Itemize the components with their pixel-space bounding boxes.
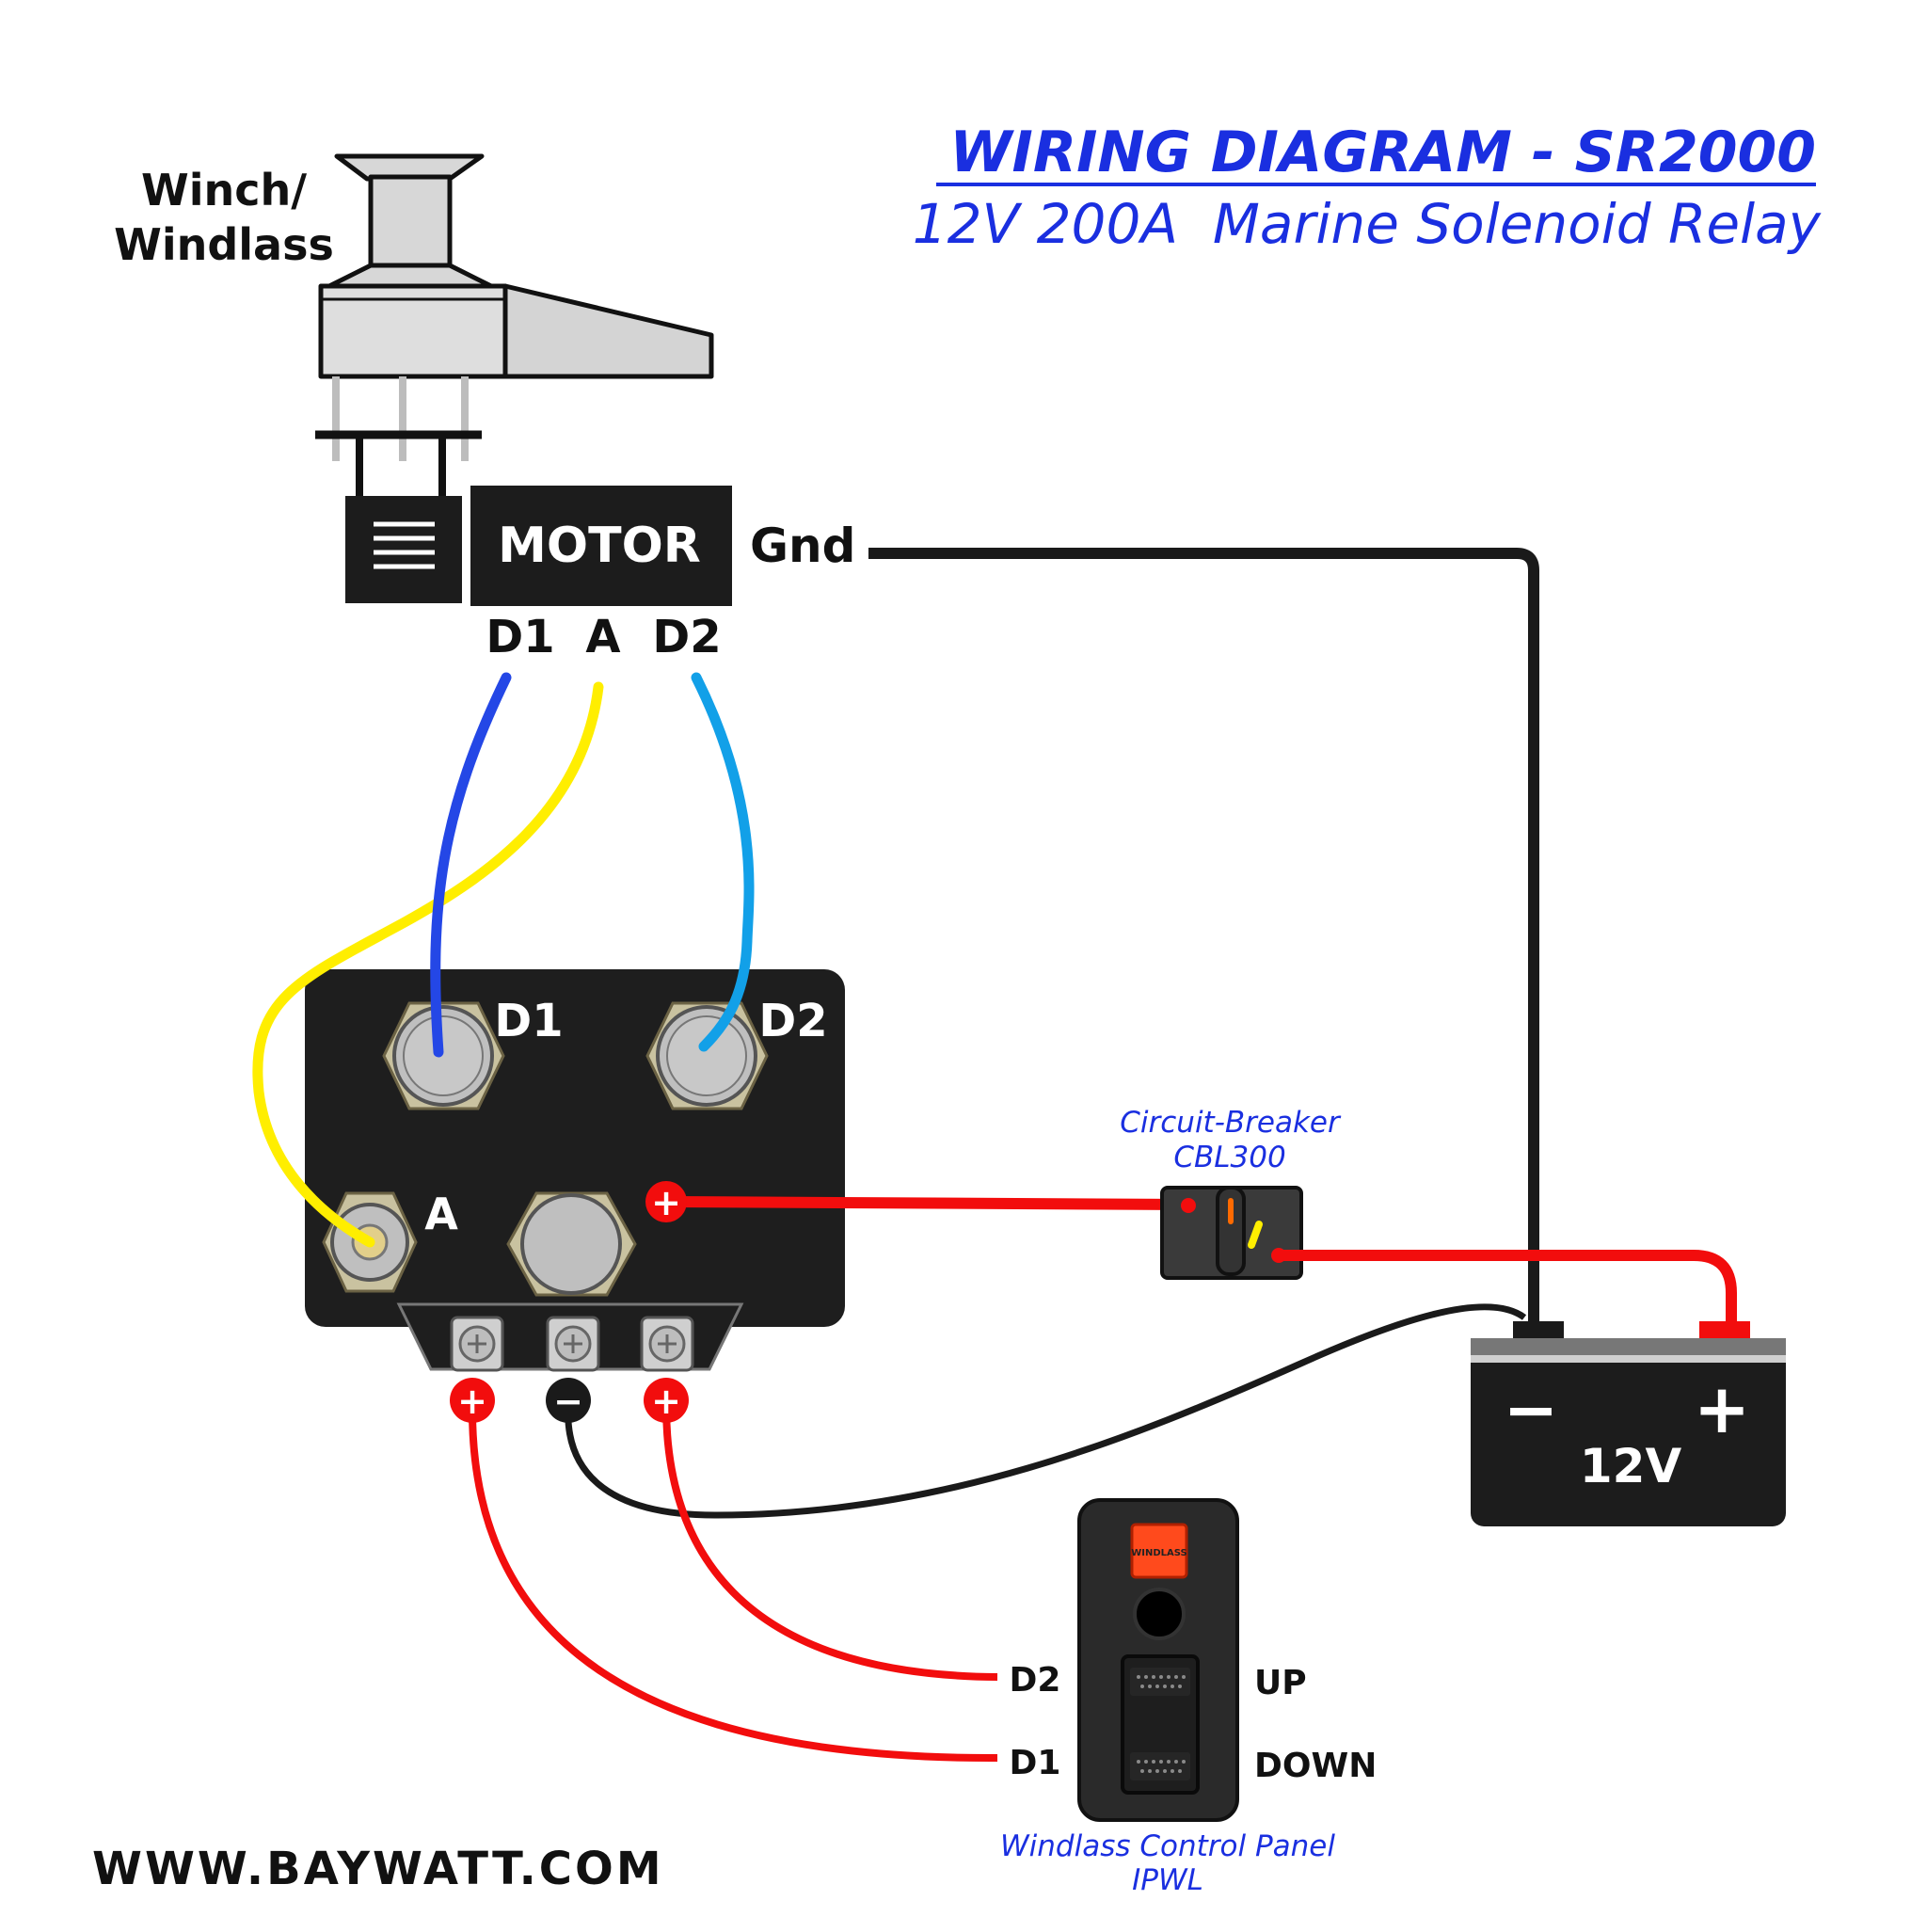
wire-d2-lightblue xyxy=(691,672,755,1052)
diagram-title: WIRING DIAGRAM - SR2000 xyxy=(949,120,1816,185)
coil-plus-symbol-left: + xyxy=(457,1381,487,1422)
coil-terminal-3 xyxy=(640,1316,694,1372)
panel-label-line1: Windlass Control Panel xyxy=(1000,1829,1335,1863)
relay-label-d2: D2 xyxy=(758,995,827,1047)
wire-a-yellow xyxy=(252,681,604,1248)
relay-label-a: A xyxy=(424,1189,458,1239)
coil-plus-symbol-right: + xyxy=(651,1381,681,1422)
panel-label-line2: IPWL xyxy=(1132,1863,1203,1897)
up-down-rocker-switch[interactable] xyxy=(1121,1654,1200,1795)
wire-coil-d2 xyxy=(662,1404,998,1681)
panel-d1-label: D1 xyxy=(1010,1744,1061,1782)
wire-coil-d1 xyxy=(468,1404,998,1763)
motor-terminal-a: A xyxy=(585,611,620,663)
panel-button[interactable] xyxy=(1133,1588,1186,1640)
battery-plus-symbol: + xyxy=(1694,1369,1750,1448)
panel-d2-label: D2 xyxy=(1010,1661,1061,1700)
motor-block: MOTOR xyxy=(345,486,732,606)
motor-vent-icon xyxy=(374,521,435,569)
winch-label-line2: Windlass xyxy=(114,219,334,270)
breaker-label-line2: CBL300 xyxy=(1173,1141,1285,1174)
coil-minus-marker: − xyxy=(546,1378,591,1423)
battery-minus-symbol: − xyxy=(1504,1371,1559,1448)
relay-stud-d2 xyxy=(645,1001,769,1110)
windlass-icon xyxy=(315,153,714,499)
relay-stud-battery xyxy=(506,1191,637,1297)
coil-plus-marker-left: + xyxy=(450,1378,495,1423)
panel-indicator-label: WINDLASS xyxy=(1131,1548,1187,1558)
website-label: WWW.BAYWATT.COM xyxy=(92,1843,664,1895)
motor-terminal-d2: D2 xyxy=(652,611,721,663)
ground-wire xyxy=(868,548,1539,1333)
windlass-control-panel: WINDLASS xyxy=(1077,1498,1239,1822)
coil-terminal-2 xyxy=(546,1316,600,1372)
motor-label: MOTOR xyxy=(498,518,701,574)
winch-label-line1: Winch/ xyxy=(141,165,307,216)
motor-terminal-d1: D1 xyxy=(486,611,554,663)
relay-label-d1: D1 xyxy=(494,995,563,1047)
breaker-label-line1: Circuit-Breaker xyxy=(1120,1106,1342,1140)
battery-voltage-label: 12V xyxy=(1580,1439,1682,1493)
wire-relay-to-breaker xyxy=(665,1196,1189,1210)
relay-stud-d1 xyxy=(382,1001,505,1110)
battery: − + 12V xyxy=(1471,1321,1786,1526)
gnd-label: Gnd xyxy=(750,519,855,573)
relay-plus-marker: + xyxy=(645,1181,687,1223)
panel-down-label: DOWN xyxy=(1254,1747,1377,1785)
coil-plus-marker-right: + xyxy=(644,1378,689,1423)
diagram-subtitle: 12V 200A Marine Solenoid Relay xyxy=(913,192,1822,256)
panel-up-label: UP xyxy=(1254,1664,1307,1702)
wire-breaker-to-battery xyxy=(1279,1250,1737,1327)
wire-coil-ground xyxy=(565,1303,1527,1519)
circuit-breaker xyxy=(1160,1186,1303,1280)
coil-terminal-1 xyxy=(450,1316,504,1372)
coil-minus-symbol: − xyxy=(553,1381,583,1422)
wire-d1-blue xyxy=(430,672,512,1058)
relay-plus-symbol: + xyxy=(651,1182,681,1223)
